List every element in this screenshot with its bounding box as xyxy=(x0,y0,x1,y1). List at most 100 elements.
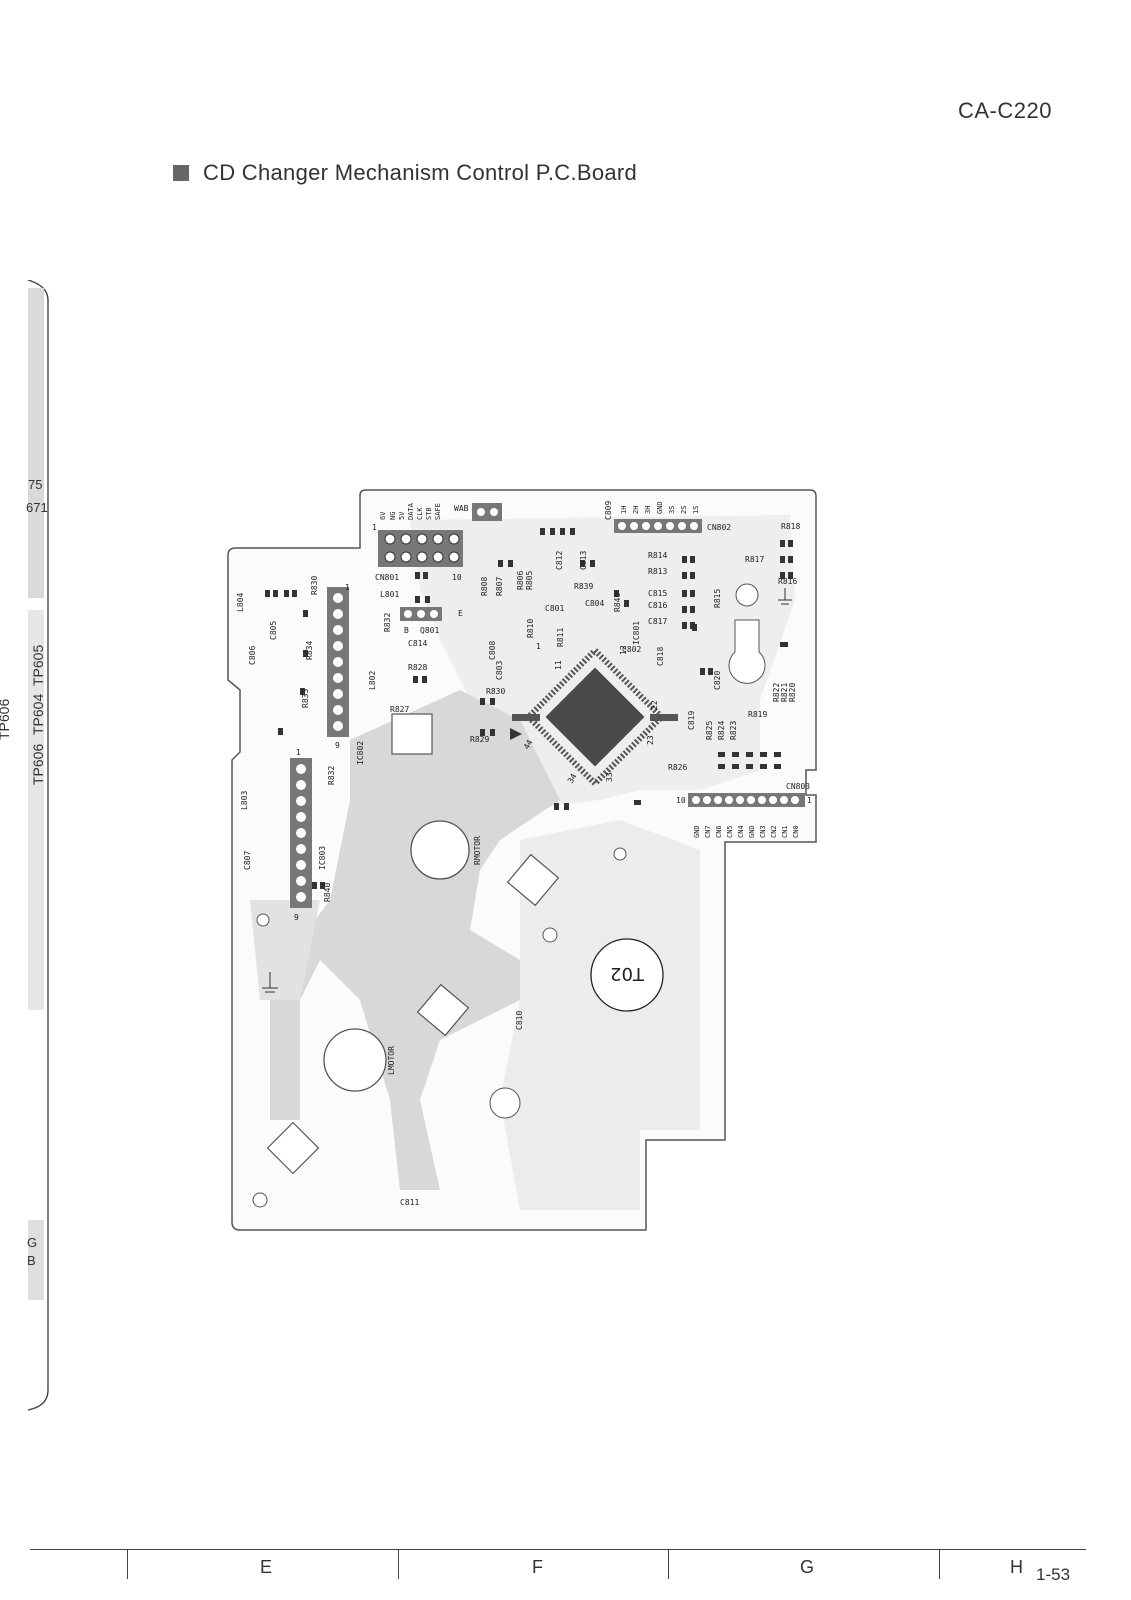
capacitor-label: C804 xyxy=(585,599,604,608)
resistor-label: R819 xyxy=(748,710,767,719)
left-margin-strip xyxy=(27,280,49,1411)
inductor-label: L801 xyxy=(380,590,399,599)
grid-divider xyxy=(398,1549,399,1579)
capacitor-label: C809 xyxy=(604,501,613,520)
ground-symbol xyxy=(262,588,792,993)
cn801-signal: DATA xyxy=(407,502,415,520)
copper-area xyxy=(270,690,560,1190)
cn802-signal: 3S xyxy=(668,506,676,514)
resistor-label: R830 xyxy=(310,576,319,595)
ic801-pin: 44 xyxy=(522,738,535,751)
q801-pin: B xyxy=(404,626,409,635)
cn802-signal: 1H xyxy=(620,506,628,514)
cn803-signal: CN3 xyxy=(759,825,767,838)
cn803-signal: CN2 xyxy=(770,825,778,838)
capacitor-label: C811 xyxy=(400,1198,419,1207)
cn803-label: CN803 xyxy=(786,782,810,791)
cn802-signal: 1S xyxy=(692,506,700,514)
grid-column-label: G xyxy=(800,1557,815,1577)
resistor-label: R829 xyxy=(470,735,489,744)
resistor-label: R824 xyxy=(717,721,726,740)
t02-circle xyxy=(590,938,664,1012)
resistor-label: R828 xyxy=(408,663,427,672)
wab-label: WAB xyxy=(454,504,469,513)
lmotor-label: LMOTOR xyxy=(387,1046,396,1075)
capacitor-label: C820 xyxy=(713,671,722,690)
inductor-label: L803 xyxy=(240,791,249,810)
copper-area xyxy=(250,900,320,1000)
capacitor-label: C803 xyxy=(495,661,504,680)
square-pad xyxy=(391,713,433,755)
ic801-label: IC801 xyxy=(632,621,641,645)
ic803-pin: 1 xyxy=(296,748,301,757)
inductor-label: L802 xyxy=(368,671,377,690)
capacitor-label: C815 xyxy=(648,589,667,598)
resistor-label: R825 xyxy=(705,721,714,740)
grid-column-label: H xyxy=(1010,1557,1023,1577)
resistor-label: R840 xyxy=(323,883,332,902)
cn801-signal: NG xyxy=(389,512,397,520)
resistor-label: R815 xyxy=(713,589,722,608)
grid-column-label: F xyxy=(532,1557,543,1577)
square-pad xyxy=(266,1121,320,1175)
t02-marking: T02 xyxy=(610,963,645,984)
cn801-pin-start: 1 xyxy=(372,523,377,532)
cn803-signal: CN4 xyxy=(737,825,745,838)
capacitor-label: C812 xyxy=(555,551,564,570)
resistor-label: R813 xyxy=(648,567,667,576)
ic803-pin: 9 xyxy=(294,913,299,922)
cn801-signal: 5V xyxy=(398,511,406,520)
cn801-signal: 6V xyxy=(379,511,387,520)
resistor-label: R839 xyxy=(574,582,593,591)
grid-divider xyxy=(668,1549,669,1579)
capacitor-label: C802 xyxy=(622,645,641,654)
cn803-pin-start: 10 xyxy=(676,796,686,805)
resistor-label: R834 xyxy=(305,641,314,660)
grid-divider xyxy=(939,1549,940,1579)
cn803-signal: CN0 xyxy=(792,825,800,838)
ic801-pin: 34 xyxy=(566,772,579,785)
ic801-pin: 12 xyxy=(619,645,628,655)
resistor-label: R811 xyxy=(556,628,565,647)
cn802-signal: 2S xyxy=(680,506,688,514)
ic801-chip xyxy=(512,646,678,788)
cn801-signal: STB xyxy=(425,507,433,520)
q801-pin: E xyxy=(458,609,463,618)
cn802-connector xyxy=(614,519,702,533)
cn803-signal: CN7 xyxy=(704,825,712,838)
ic802-pin: 1 xyxy=(345,583,350,592)
ic801-pin: 23 xyxy=(646,735,655,745)
resistor-label: R818 xyxy=(781,522,800,531)
capacitor-label: C805 xyxy=(269,621,278,640)
resistor-label: R816 xyxy=(778,577,797,586)
capacitor-label: C813 xyxy=(579,551,588,570)
ic801-pin: 33 xyxy=(605,772,614,782)
copper-area xyxy=(500,820,700,1210)
resistor-label: R814 xyxy=(648,551,667,560)
resistor-label: R808 xyxy=(480,577,489,596)
capacitor-label: C816 xyxy=(648,601,667,610)
resistor-label: R827 xyxy=(390,705,409,714)
resistor-label: R817 xyxy=(745,555,764,564)
keyhole-mount xyxy=(728,619,766,684)
resistor-label: R840 xyxy=(613,593,622,612)
resistor-label: R820 xyxy=(788,683,797,702)
cn801-label: CN801 xyxy=(375,573,399,582)
cn801-connector xyxy=(378,530,463,567)
wab-pad xyxy=(472,503,502,521)
resistor-label: R832 xyxy=(327,766,336,785)
resistor-label: R833 xyxy=(301,689,310,708)
cn803-signal: GND xyxy=(748,825,756,838)
margin-fragment: 671 xyxy=(26,500,48,515)
resistor-label: R821 xyxy=(780,683,789,702)
rmotor-label: RMOTOR xyxy=(473,836,482,865)
footer-rule xyxy=(30,1549,1086,1550)
capacitor-label: C806 xyxy=(248,646,257,665)
cn802-label: CN802 xyxy=(707,523,731,532)
heading-bullet-square xyxy=(173,165,189,181)
ic803-label: IC803 xyxy=(318,846,327,870)
resistor-label: R830 xyxy=(486,687,505,696)
resistor-label: R826 xyxy=(668,763,687,772)
ic801-pin: 11 xyxy=(554,660,563,670)
cn801-signal: CLK xyxy=(416,507,424,520)
